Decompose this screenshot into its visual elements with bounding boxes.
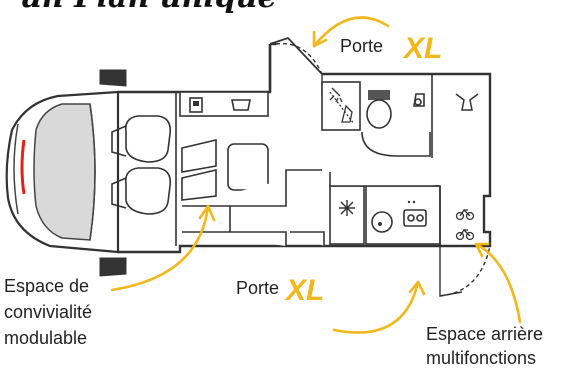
plan-title: un Plan unique [20,0,277,15]
label-espace-conviv-1: Espace de [4,276,89,296]
vehicle-body [117,42,492,254]
annotation-arrows [110,16,522,334]
arrow-espace-conviv [110,204,210,292]
shower-icon [329,87,355,125]
arrow-espace-arriere [474,242,522,324]
label-porte-bottom: Porte [236,278,279,298]
passenger-seat [124,167,172,215]
label-xl-bottom: XL [284,274,324,307]
label-porte-top: Porte [340,36,383,56]
dinette [179,91,325,246]
label-espace-arriere-2: multifonctions [426,348,536,368]
bicycle-icon [455,208,475,241]
kitchen [329,172,441,245]
headlight [20,139,26,195]
label-espace-conviv-3: modulable [4,328,87,348]
rear-storage [439,186,475,246]
hanger-icon [455,93,479,111]
vehicle-cab [5,69,127,277]
driver-seat [124,115,172,163]
arrow-porte-top [312,16,390,48]
door-bottom [439,245,491,297]
snowflake-icon [339,200,355,216]
stove-icon [403,200,427,227]
label-xl-top: XL [402,32,442,65]
front-seats [111,115,172,215]
arrow-porte-bottom [332,280,420,334]
basin [361,131,431,157]
toilet-icon [366,90,392,129]
label-espace-arriere-1: Espace arrière [426,324,543,344]
bathroom [321,74,433,158]
sink-icon [413,93,425,107]
label-espace-conviv-2: convivialité [4,302,92,322]
